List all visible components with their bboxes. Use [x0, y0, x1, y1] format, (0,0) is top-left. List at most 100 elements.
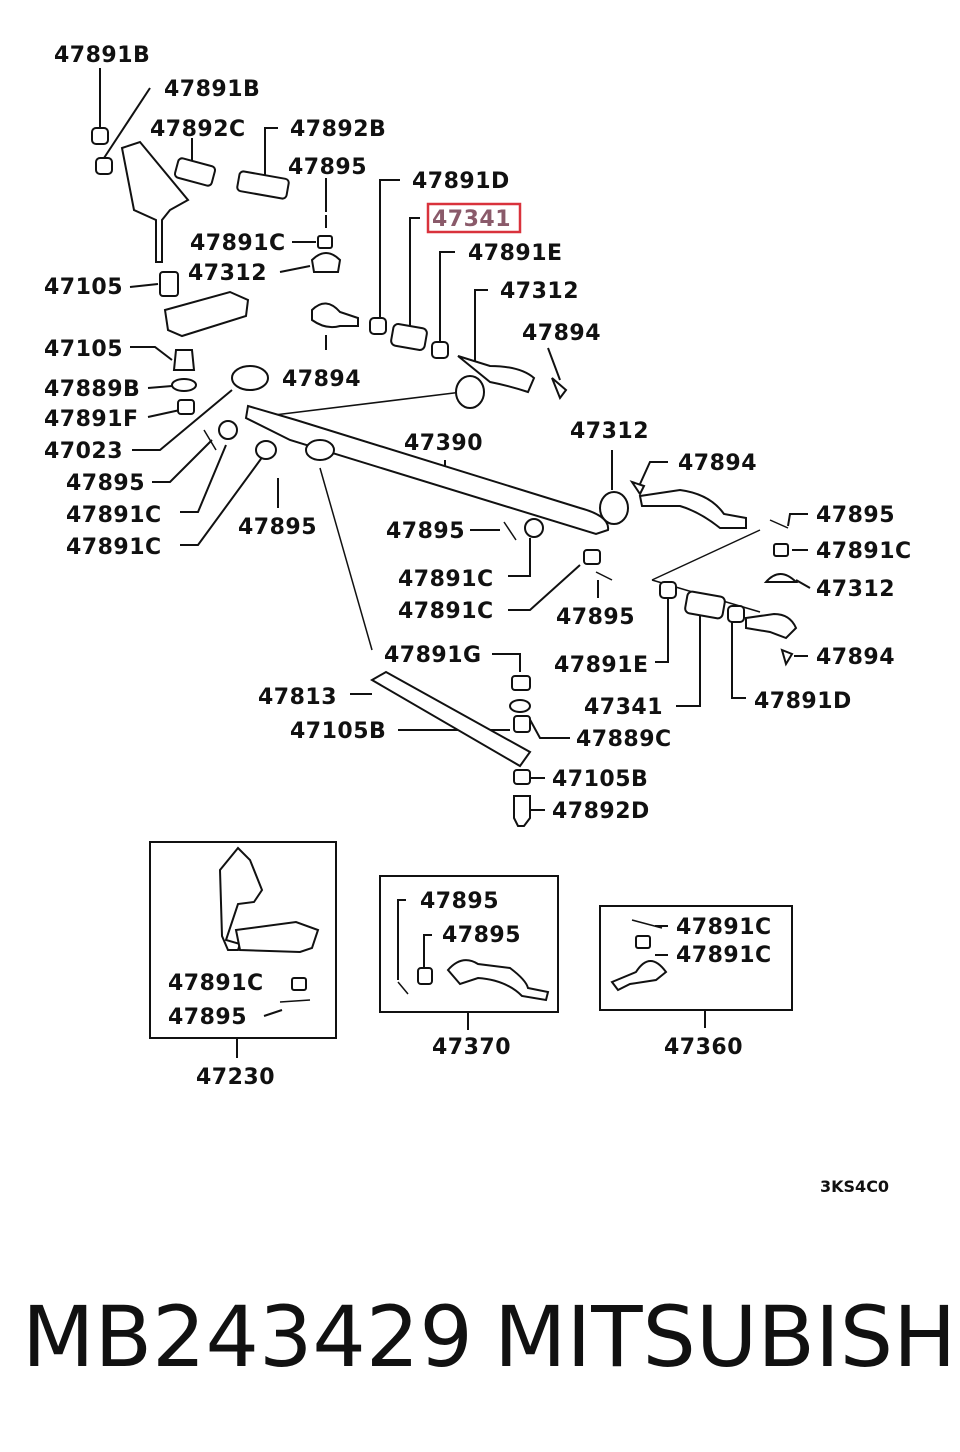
- labels: 47891B 47891B 47892C 47892B 47895 47891D…: [44, 43, 912, 1090]
- callout-label: 47312: [500, 279, 579, 304]
- callout-label: 47891C: [168, 971, 264, 996]
- callout-label: 47891C: [676, 915, 772, 940]
- callout-label: 47891C: [816, 539, 912, 564]
- boot-47312-mid-right: [599, 491, 629, 525]
- callout-label: 47105: [44, 337, 123, 362]
- inset-box-47370: [379, 875, 559, 1013]
- callout-label: 47894: [816, 645, 895, 670]
- callout-label: 47341: [584, 695, 663, 720]
- nut-47891C-right: [773, 543, 789, 557]
- nut-inset-47230: [291, 977, 307, 991]
- nut-47891C-center: [583, 549, 601, 565]
- callout-label: 47105B: [290, 719, 386, 744]
- parts-artwork: [91, 127, 799, 827]
- tie-rod-end-left: [311, 302, 359, 329]
- tie-rod-end-lower-right: [745, 612, 798, 640]
- callout-label: 47895: [386, 519, 465, 544]
- idler-arm-inset: [234, 920, 320, 954]
- callout-label: 47895: [168, 1005, 247, 1030]
- boot-47023: [231, 365, 269, 391]
- callout-label: 47891G: [384, 643, 482, 668]
- callout-label: 47889B: [44, 377, 140, 402]
- callout-label: 47895: [420, 889, 499, 914]
- nut-center-right: [524, 518, 544, 538]
- pin-inset-47370: [397, 981, 409, 995]
- callout-label: 47023: [44, 439, 123, 464]
- pin-inset-47360: [631, 919, 663, 929]
- callout-label: 47895: [238, 515, 317, 540]
- boot-47312-right: [455, 375, 485, 409]
- pin-inset-47230: [279, 999, 311, 1003]
- footer-part-number: MB243429: [22, 1288, 473, 1386]
- boot-47312-far-right: [763, 573, 799, 583]
- callout-label: 47312: [188, 261, 267, 286]
- inset-box-47360: [599, 905, 793, 1011]
- callout-label: 47892D: [552, 799, 650, 824]
- washer-47889C: [509, 699, 531, 713]
- boot-47312-left: [310, 252, 342, 273]
- callout-label: 47891C: [66, 503, 162, 528]
- callout-label: 47891C: [66, 535, 162, 560]
- bushing-47105-lower: [172, 349, 196, 371]
- bolt-47892C: [173, 157, 217, 187]
- assembly-label-47230: 47230: [196, 1065, 275, 1090]
- callout-label: 47891E: [554, 653, 649, 678]
- pin-lower-center: [595, 571, 613, 581]
- sleeve-47341-lower: [684, 590, 726, 620]
- center-link-eye: [305, 439, 335, 461]
- callout-label: 47105: [44, 275, 123, 300]
- ball-joint-inset-47360: [610, 960, 668, 992]
- inset-box-47230: [149, 841, 337, 1039]
- callout-label: 47891B: [54, 43, 150, 68]
- tie-rod-end-inset-47370: [446, 959, 550, 1002]
- nut-center-left: [255, 440, 277, 460]
- bracket: [120, 140, 190, 263]
- callout-label: 47892B: [290, 117, 386, 142]
- callout-label: 47892C: [150, 117, 246, 142]
- nut-47891G: [511, 675, 531, 691]
- callout-label: 47895: [442, 923, 521, 948]
- diagram-code: 3KS4C0: [820, 1177, 889, 1196]
- callout-label: 47894: [522, 321, 601, 346]
- bushing-47105B-lower: [513, 769, 531, 785]
- callout-label: 47891E: [468, 241, 563, 266]
- nut-47891B-upper: [91, 127, 109, 145]
- callout-label: 47891C: [398, 567, 494, 592]
- bushing-47105: [159, 271, 179, 297]
- inset-boxes: [149, 841, 793, 1039]
- callout-label: 47891C: [676, 943, 772, 968]
- callout-label: 47891B: [164, 77, 260, 102]
- nut-47894-mid: [629, 480, 646, 496]
- callout-label: 47891F: [44, 407, 139, 432]
- nut-inset-47360: [635, 935, 651, 949]
- callout-label: 47891C: [190, 231, 286, 256]
- assembly-label-47370: 47370: [432, 1035, 511, 1060]
- callout-label: 47891D: [754, 689, 852, 714]
- callout-label: 47891C: [398, 599, 494, 624]
- bolt-47892D: [513, 795, 531, 827]
- callout-label: 47895: [556, 605, 635, 630]
- callout-label: 47813: [258, 685, 337, 710]
- tie-rod-end-mid-right: [638, 488, 747, 529]
- callout-label: 47891D: [412, 169, 510, 194]
- callout-label: 47105B: [552, 767, 648, 792]
- idler-bracket-inset: [218, 846, 264, 951]
- washer-47889B: [171, 378, 197, 392]
- callout-label: 47312: [816, 577, 895, 602]
- bolt-47892B: [236, 170, 290, 200]
- nut-47891F: [177, 399, 195, 415]
- callout-label: 47889C: [576, 727, 672, 752]
- clamp-47891D-lower: [727, 605, 745, 623]
- nut-47894-right: [551, 377, 568, 401]
- pin-left: [203, 429, 217, 451]
- idler-arm: [163, 290, 250, 338]
- callout-label: 47895: [66, 471, 145, 496]
- pin-right: [769, 519, 789, 529]
- nut-center-left2: [218, 420, 238, 440]
- pin-center: [503, 521, 517, 541]
- callout-label: 47312: [570, 419, 649, 444]
- highlight-box: [426, 202, 522, 234]
- footer-brand: MITSUBISHI: [494, 1288, 960, 1386]
- damper-47813: [369, 670, 532, 768]
